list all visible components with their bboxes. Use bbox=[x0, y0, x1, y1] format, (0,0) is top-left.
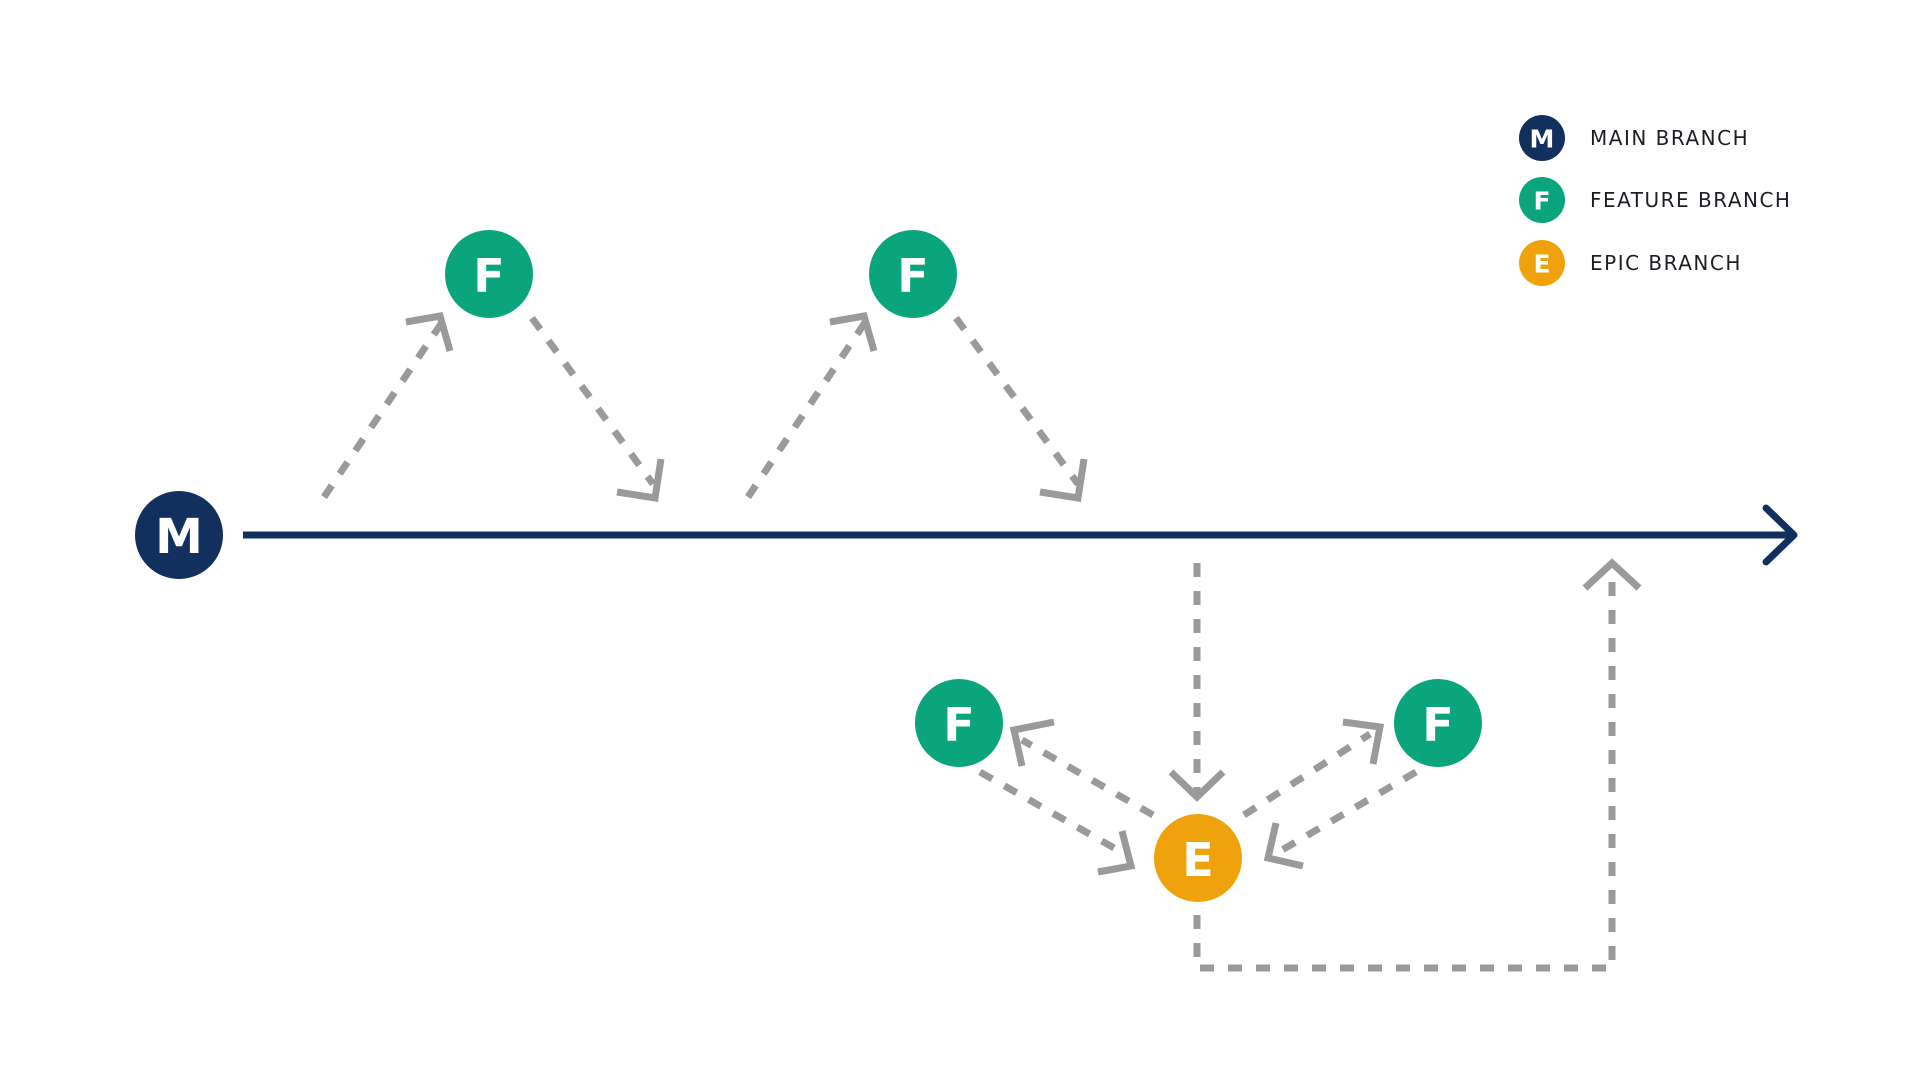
legend-item-main: M MAIN BRANCH bbox=[1519, 115, 1749, 161]
feature-branch-node-1: F bbox=[445, 230, 533, 318]
main-branch-node: M bbox=[135, 491, 223, 579]
feature-branch-node-1-label: F bbox=[473, 249, 504, 303]
epic-branch-node: E bbox=[1154, 814, 1242, 902]
legend-feature-label: FEATURE BRANCH bbox=[1590, 188, 1791, 212]
epic-branch-node-label: E bbox=[1182, 833, 1213, 887]
epic-to-right-feature-connector bbox=[1242, 731, 1372, 818]
legend-epic-letter: E bbox=[1533, 250, 1550, 279]
feature-branch-node-2: F bbox=[869, 230, 957, 318]
legend-item-feature: F FEATURE BRANCH bbox=[1519, 177, 1791, 223]
right-feature-to-epic-connector bbox=[1280, 768, 1418, 854]
legend-feature-letter: F bbox=[1533, 187, 1550, 216]
merge-in-connector-1 bbox=[529, 315, 656, 487]
merge-in-arrowhead-2 bbox=[1039, 458, 1088, 503]
feature-branch-node-4-label: F bbox=[1422, 698, 1453, 752]
legend-main-label: MAIN BRANCH bbox=[1590, 126, 1749, 150]
feature-branch-node-4: F bbox=[1394, 679, 1482, 767]
feature-branch-node-3-label: F bbox=[943, 698, 974, 752]
right-feature-to-epic-arrowhead bbox=[1263, 822, 1304, 870]
feature-branch-node-3: F bbox=[915, 679, 1003, 767]
branch-out-arrowhead-1 bbox=[405, 312, 454, 352]
epic-to-left-feature-connector bbox=[1020, 736, 1155, 819]
legend-epic-label: EPIC BRANCH bbox=[1590, 251, 1742, 275]
branch-out-arrowhead-2 bbox=[829, 312, 878, 352]
main-branch-node-label: M bbox=[155, 509, 203, 565]
branch-out-connector-1 bbox=[321, 316, 448, 499]
legend-main-letter: M bbox=[1530, 125, 1555, 154]
merge-in-arrowhead-1 bbox=[616, 458, 665, 503]
epic-merge-connector bbox=[1193, 580, 1616, 972]
epic-to-right-feature-arrowhead bbox=[1342, 718, 1385, 765]
main-timeline-arrowhead bbox=[1762, 504, 1798, 566]
feature-branch-node-2-label: F bbox=[897, 249, 928, 303]
epic-branch-out-arrowhead bbox=[1168, 769, 1226, 802]
merge-in-connector-2 bbox=[953, 315, 1081, 487]
branch-out-connector-2 bbox=[745, 316, 871, 499]
epic-to-left-feature-arrowhead bbox=[1009, 718, 1055, 767]
epic-merge-arrowhead bbox=[1582, 558, 1642, 591]
left-feature-to-epic-arrowhead bbox=[1097, 830, 1136, 876]
legend-item-epic: E EPIC BRANCH bbox=[1519, 240, 1742, 286]
legend: M MAIN BRANCH F FEATURE BRANCH E EPIC BR… bbox=[1519, 115, 1791, 286]
